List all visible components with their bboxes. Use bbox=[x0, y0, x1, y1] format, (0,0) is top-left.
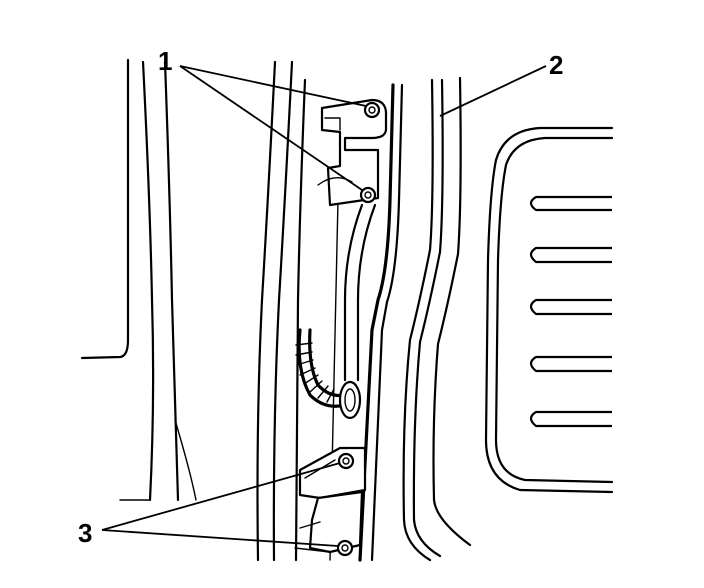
callout-1-leaders bbox=[179, 65, 367, 191]
door-edge bbox=[358, 76, 472, 562]
callout-3-leaders bbox=[101, 462, 341, 547]
harness-grommet bbox=[338, 380, 362, 420]
upper-hinge-bolt-top bbox=[363, 101, 381, 119]
lower-hinge-bolt-bottom bbox=[336, 539, 354, 557]
door-inner-panel bbox=[484, 126, 614, 494]
callout-3-label: 3 bbox=[78, 518, 92, 548]
upper-hinge-bolt-bottom bbox=[359, 186, 377, 204]
conduit-ribs bbox=[295, 342, 335, 403]
callout-1-label: 1 bbox=[158, 46, 172, 76]
callout-2-label: 2 bbox=[549, 50, 563, 80]
lower-hinge bbox=[294, 446, 367, 557]
lower-hinge-bolt-top bbox=[337, 452, 355, 470]
wiring-harness bbox=[295, 203, 377, 420]
upper-hinge bbox=[317, 98, 388, 207]
interior-trim-panel bbox=[80, 58, 197, 502]
panel-slots bbox=[529, 195, 612, 428]
callout-2-leader bbox=[439, 65, 547, 117]
